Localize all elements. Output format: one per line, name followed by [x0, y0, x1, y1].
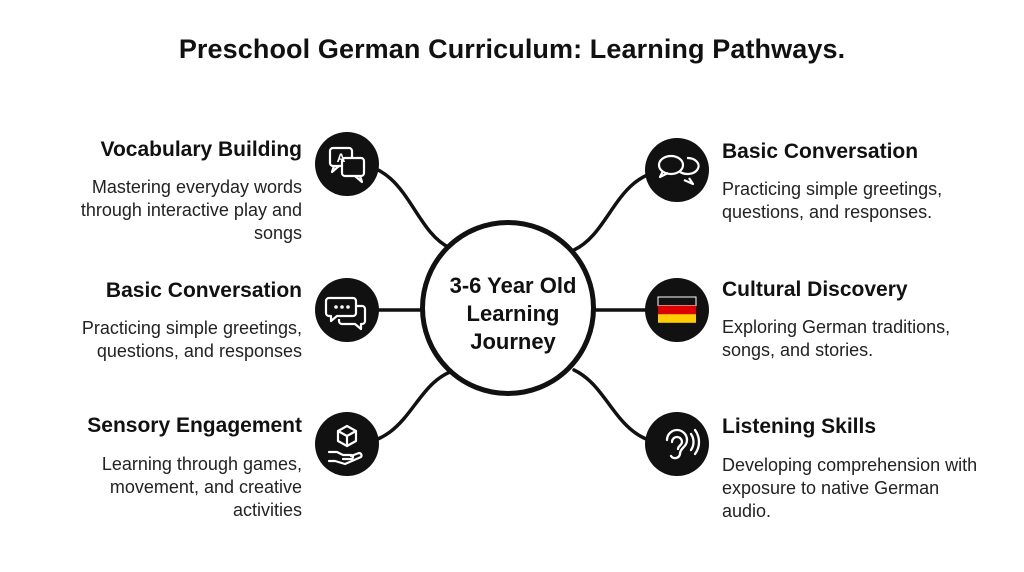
branch-description: Developing comprehension with exposure t…: [722, 455, 978, 521]
branch-title: Cultural Discovery: [722, 278, 908, 301]
branch-title: Sensory Engagement: [87, 414, 302, 437]
branch-title: Listening Skills: [722, 415, 877, 438]
svg-text:A: A: [337, 151, 346, 165]
hub-label-line: 3-6 Year Old: [449, 273, 577, 298]
translate-speech-bubble-icon: A: [315, 132, 379, 196]
ear-icon: [645, 412, 709, 476]
two-speech-bubbles-icon: [645, 138, 709, 202]
hub-label: 3-6 Year Old Learning Journey: [420, 272, 606, 356]
branch-title: Basic Conversation: [722, 140, 919, 163]
german-flag-icon: [645, 278, 709, 342]
hub-label-line: Journey: [470, 329, 556, 354]
hub-label-line: Learning: [466, 301, 560, 326]
hub-circle: [420, 220, 596, 396]
branch-description: Practicing simple greetings, questions, …: [722, 179, 943, 222]
branch-description: Practicing simple greetings, questions, …: [81, 318, 302, 361]
diagram-title: Preschool German Curriculum: Learning Pa…: [178, 34, 846, 64]
hand-holding-cube-icon: [315, 412, 379, 476]
branch-title: Vocabulary Building: [100, 138, 302, 161]
branch-description: Mastering everyday words through interac…: [80, 177, 302, 243]
chat-bubble-icon: [315, 278, 379, 342]
branch-title: Basic Conversation: [105, 279, 302, 302]
branch-description: Learning through games, movement, and cr…: [101, 454, 302, 520]
branch-description: Exploring German traditions, songs, and …: [722, 317, 951, 360]
